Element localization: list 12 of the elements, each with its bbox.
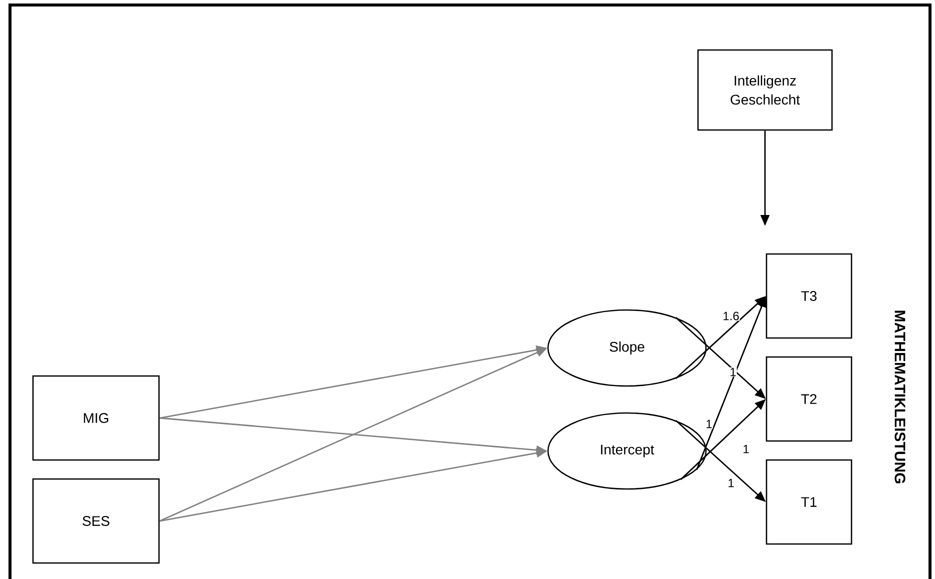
variable-box: MIG [32, 375, 160, 461]
variable-box: T2 [766, 356, 852, 442]
variable-box: T1 [766, 459, 852, 545]
edge-label: 1 [705, 419, 713, 429]
edge-label: 1 [729, 367, 737, 377]
variable-box: Intelligenz Geschlecht [697, 49, 833, 131]
axis-title: MATHEMATIKLEISTUNG [894, 310, 906, 484]
edge-label: 1.6 [722, 311, 740, 321]
edge-label: 1 [727, 478, 735, 488]
edge-label: 1 [742, 444, 750, 454]
variable-box: T3 [766, 253, 852, 339]
variable-box: SES [32, 478, 160, 564]
